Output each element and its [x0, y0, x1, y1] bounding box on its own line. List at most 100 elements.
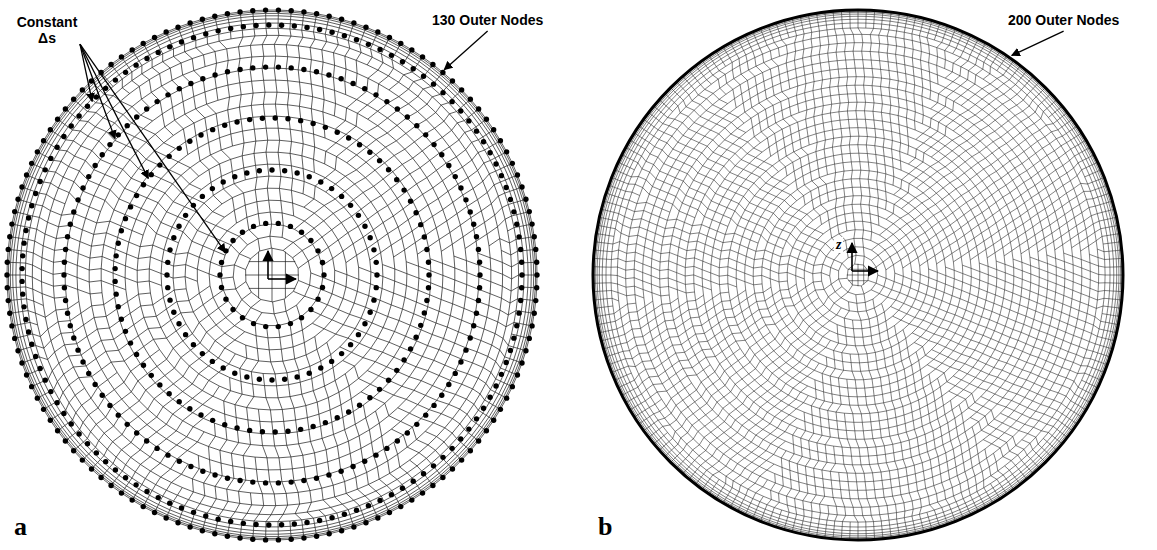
mesh-node	[144, 106, 149, 111]
mesh-node	[223, 296, 228, 301]
mesh-node	[498, 407, 503, 412]
mesh-node	[149, 373, 154, 378]
mesh-node	[366, 503, 371, 508]
mesh-node	[458, 359, 463, 364]
mesh-node	[128, 204, 133, 209]
mesh-node	[424, 298, 429, 303]
mesh-node	[232, 174, 237, 179]
mesh-node	[141, 182, 146, 187]
mesh-node	[244, 170, 249, 175]
mesh-node	[141, 504, 146, 509]
mesh-node	[61, 411, 66, 416]
mesh-node	[371, 297, 376, 302]
mesh-node	[423, 412, 428, 417]
mesh-node	[167, 44, 172, 49]
mesh-node	[48, 418, 53, 423]
mesh-node	[476, 106, 481, 111]
mesh-node	[374, 260, 379, 265]
mesh-node	[354, 508, 359, 513]
mesh-node	[251, 224, 256, 229]
mesh-node	[35, 395, 40, 400]
mesh-node	[314, 69, 319, 74]
mesh-node	[320, 285, 325, 290]
mesh-node	[20, 253, 25, 258]
mesh-node	[474, 128, 479, 133]
mesh-node	[112, 279, 117, 284]
mesh-node	[395, 106, 400, 111]
mesh-node	[200, 468, 205, 473]
mesh-node	[477, 259, 482, 264]
mesh-node	[431, 403, 436, 408]
mesh-node	[476, 438, 481, 443]
mesh-node	[154, 446, 159, 451]
mesh-node	[292, 521, 297, 526]
mesh-node	[414, 422, 419, 427]
mesh-node	[116, 240, 121, 245]
mesh-node	[116, 412, 121, 417]
mesh-node	[42, 377, 47, 382]
mesh-node	[362, 224, 367, 229]
mesh-node	[247, 117, 252, 122]
mesh-node	[418, 323, 423, 328]
mesh-node	[250, 8, 255, 13]
mesh-node	[510, 384, 515, 389]
mesh-node	[405, 114, 410, 119]
mesh-node	[335, 415, 340, 420]
mesh-node	[362, 86, 367, 91]
mesh-node	[374, 272, 379, 277]
mesh-node	[367, 310, 372, 315]
mesh-node	[418, 222, 423, 227]
mesh-node	[422, 234, 427, 239]
mesh-node	[387, 510, 392, 515]
mesh-node	[463, 197, 468, 202]
mesh-node	[165, 260, 170, 265]
mesh-node	[183, 332, 188, 337]
mesh-node	[362, 458, 367, 463]
mesh-node	[374, 285, 379, 290]
mesh-node	[413, 210, 418, 215]
mesh-node	[200, 351, 205, 356]
mesh-node	[459, 87, 464, 92]
mesh-node	[498, 138, 503, 143]
mesh-node	[466, 426, 471, 431]
mesh-node	[15, 348, 20, 353]
mesh-lines	[593, 10, 1123, 540]
mesh-node	[48, 389, 53, 394]
mesh-node	[339, 351, 344, 356]
mesh-node	[210, 418, 215, 423]
axis-arrow	[852, 270, 878, 272]
mesh-node	[446, 163, 451, 168]
mesh-node	[363, 520, 368, 525]
axis-arrow	[267, 251, 269, 279]
mesh-node	[133, 62, 138, 67]
mesh-node	[532, 311, 537, 316]
mesh-node	[61, 134, 66, 139]
mesh-node	[260, 116, 265, 121]
mesh-node	[19, 184, 24, 189]
mesh-node	[350, 464, 355, 469]
mesh-node	[426, 285, 431, 290]
mesh-node	[225, 11, 230, 16]
mesh-node	[288, 479, 293, 484]
mesh-node	[411, 66, 416, 71]
mesh-node	[493, 383, 498, 388]
mesh-node	[477, 285, 482, 290]
mesh-node	[164, 272, 169, 277]
mesh-node	[86, 371, 91, 376]
mesh-node	[134, 352, 139, 357]
leader-line	[1012, 31, 1064, 55]
mesh-node	[377, 387, 382, 392]
mesh-node	[474, 234, 479, 239]
mesh-node	[188, 464, 193, 469]
mesh-node	[167, 247, 172, 252]
mesh-node	[260, 429, 265, 434]
mesh-node	[113, 467, 118, 472]
mesh-node	[166, 154, 171, 159]
mesh-node	[222, 422, 227, 427]
mesh-node	[116, 304, 121, 309]
mesh-node	[257, 168, 262, 173]
mesh-node	[421, 471, 426, 476]
mesh-node	[453, 371, 458, 376]
mesh-node	[29, 203, 34, 208]
mesh-node	[298, 427, 303, 432]
